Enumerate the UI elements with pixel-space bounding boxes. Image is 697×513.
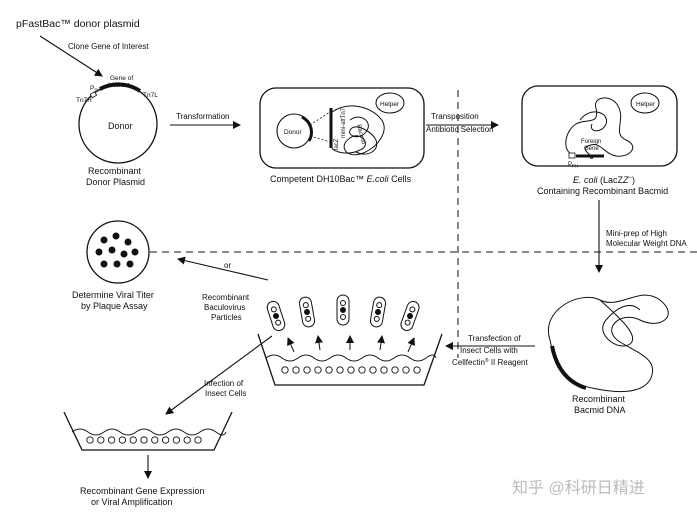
transposition-label: Transposition (431, 112, 479, 121)
rbp-label-3: Particles (211, 313, 242, 322)
recombinant-ecoli-cell (521, 85, 678, 167)
clone-gene-label: Clone Gene of Interest (68, 42, 149, 51)
titer-label-1: Determine Viral Titer (72, 290, 154, 300)
transfection-label-3: Cellfectin® II Reagent (452, 357, 529, 367)
recombinant-bacmid-label-2: Bacmid DNA (574, 405, 626, 415)
infection-label-2: Insect Cells (205, 389, 246, 398)
insect-cell (97, 436, 105, 444)
foreign-gene-label-2: Gene (584, 146, 599, 152)
expression-label-2: or Viral Amplification (91, 497, 172, 507)
insect-cell (140, 436, 148, 444)
insect-cell (194, 436, 202, 444)
ecoli-lacz-label: E. coli (LacZZ−) (573, 175, 635, 185)
pph-label: PPH (90, 85, 101, 93)
insect-cell (402, 366, 410, 374)
competent-cells-label: Competent DH10Bac™ E.coli Cells (270, 174, 412, 184)
insect-cell (358, 366, 366, 374)
insect-cell (336, 366, 344, 374)
insect-cell-dish (257, 333, 443, 386)
insect-cell (86, 436, 94, 444)
clone-arrow (39, 35, 103, 77)
infection-arrow (165, 335, 273, 415)
mini-att-label: mini-attTn7 (341, 107, 347, 138)
miniprep-label-1: Mini-prep of High (606, 229, 667, 238)
insect-cell (413, 366, 421, 374)
helper2-label: Helper (636, 101, 656, 108)
pph2-label: PPH (568, 162, 578, 169)
watermark: 知乎 @科研日精进 (512, 479, 645, 497)
donor-label: Donor (108, 121, 133, 131)
lacz-label: lacZ (334, 138, 340, 150)
antibiotic-label: Antibiotic Selection (426, 125, 494, 134)
recombinant-bacmid-label-1: Recombinant (572, 394, 626, 404)
insect-cell (303, 366, 311, 374)
insect-cell (118, 436, 127, 444)
diagram-title: pFastBac™ donor plasmid (16, 18, 140, 30)
foreign-gene-label: Foreign (581, 139, 601, 145)
insect-cell (314, 366, 322, 374)
rbp-label-1: Recombinant (202, 293, 250, 302)
helper-label: Helper (380, 101, 400, 108)
insect-cell (281, 366, 289, 374)
rbp-label-2: Baculovirus (204, 303, 245, 312)
plaque-dish (86, 220, 150, 284)
titer-label-2: by Plaque Assay (81, 301, 148, 311)
miniprep-label-2: Molecular Weight DNA (606, 239, 687, 248)
insect-cell (129, 436, 137, 444)
insect-cell (172, 436, 181, 444)
baculovirus-particles (266, 294, 420, 332)
insect-cell (183, 436, 191, 444)
insect-cell (369, 366, 377, 374)
donor-plasmid (78, 82, 158, 164)
infection-label-1: Infection of (204, 379, 244, 388)
insect-cell (325, 366, 333, 374)
ecoli-donor-label: Donor (284, 129, 303, 136)
bacmid-label: Bacmid (355, 124, 366, 145)
transfection-label-1: Transfection of (468, 334, 521, 343)
gene-of-interest-label: Gene of (110, 75, 133, 82)
transformation-label: Transformation (176, 112, 230, 121)
competent-cell (259, 87, 425, 169)
expression-label-1: Recombinant Gene Expression (80, 486, 205, 496)
insect-cell (161, 436, 170, 444)
insect-cell (391, 366, 399, 374)
transfection-label-2: Insect Cells with (460, 346, 518, 355)
donor-plasmid-label: Donor Plasmid (86, 177, 145, 187)
tn7r-label: Tn7R (76, 97, 92, 104)
recombinant-label: Recombinant (88, 166, 142, 176)
containing-bacmid-label: Containing Recombinant Bacmid (537, 186, 668, 196)
gene-of-interest-label-2: Interest (108, 82, 130, 89)
insect-cell (292, 366, 300, 374)
recombinant-bacmid-dna (547, 294, 669, 393)
tn7l-label: Tn7L (143, 92, 158, 99)
insect-cell (380, 366, 388, 374)
insect-cell (151, 436, 159, 444)
plaque-arrow (177, 256, 269, 281)
insect-cell (107, 436, 116, 444)
or-label: or (224, 261, 231, 270)
insect-cell (347, 366, 355, 374)
infected-insect-cell-dish (63, 411, 233, 451)
